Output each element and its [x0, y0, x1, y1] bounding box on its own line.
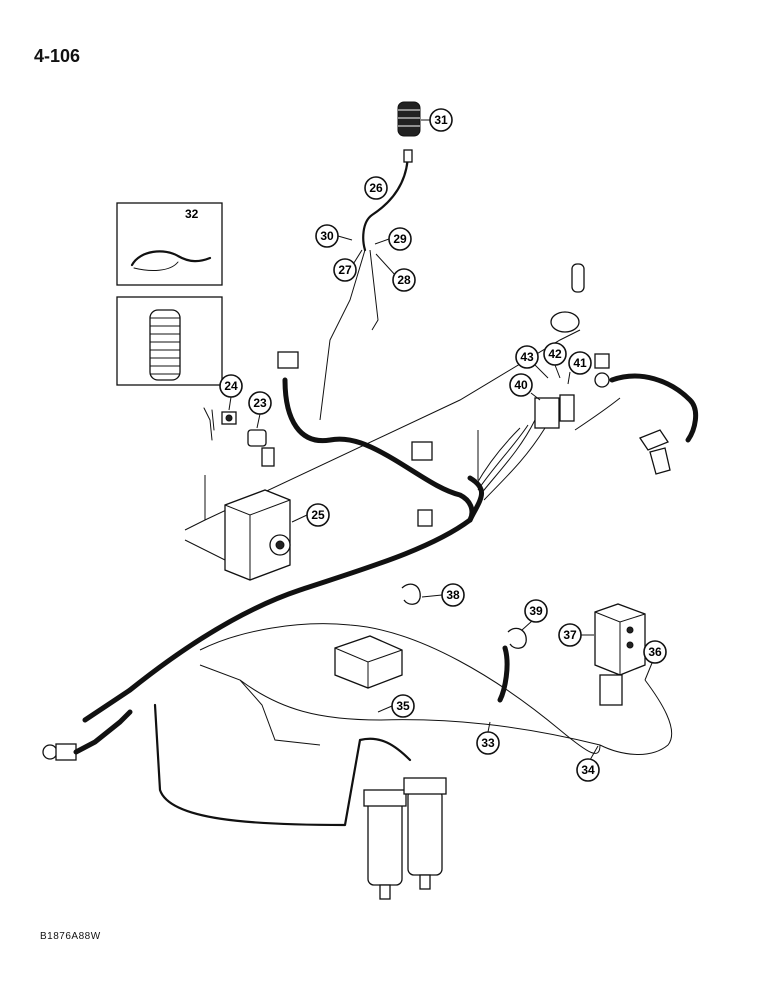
conduit-coil [149, 309, 181, 381]
svg-text:24: 24 [224, 379, 238, 393]
svg-text:29: 29 [393, 232, 407, 246]
switch-40 [534, 394, 575, 429]
harness-plug [42, 743, 77, 761]
clamp-39 [507, 627, 527, 649]
key-cable [609, 373, 699, 443]
grommet [550, 311, 580, 333]
sensor-23 [247, 429, 275, 467]
harness-loop [467, 475, 484, 523]
svg-text:31: 31 [434, 113, 448, 127]
sensor-24 [221, 411, 237, 425]
svg-text:35: 35 [396, 699, 410, 713]
svg-text:23: 23 [253, 396, 267, 410]
callout-39: 39 [521, 599, 548, 631]
branch-wire [369, 249, 379, 331]
branch-wire [319, 249, 366, 421]
svg-text:36: 36 [648, 645, 662, 659]
callout-28: 28 [375, 253, 416, 292]
svg-text:37: 37 [563, 628, 577, 642]
svg-text:25: 25 [311, 508, 325, 522]
coil-component [397, 101, 421, 137]
svg-text:30: 30 [320, 229, 334, 243]
callout-34: 34 [576, 745, 600, 782]
svg-text:33: 33 [481, 736, 495, 750]
callout-33: 33 [476, 721, 500, 755]
bracket [571, 263, 585, 293]
filter-left [363, 789, 407, 900]
callout-30: 30 [315, 224, 353, 248]
plug-end [403, 149, 413, 163]
svg-text:38: 38 [446, 588, 460, 602]
callout-31: 31 [421, 108, 453, 132]
callout-42: 42 [543, 342, 567, 379]
callout-23: 23 [248, 391, 272, 429]
callout-26: 26 [364, 176, 388, 200]
callout-35: 35 [377, 694, 415, 718]
svg-text:39: 39 [529, 604, 543, 618]
inset-cable-tie: 32 [116, 202, 223, 286]
page-number: 4-106 [34, 46, 81, 66]
callout-25: 25 [291, 503, 330, 527]
svg-text:42: 42 [548, 347, 562, 361]
line-33 [199, 623, 601, 754]
key-switch [594, 353, 610, 388]
filter-right [403, 777, 447, 890]
main-harness-trunk [82, 517, 473, 723]
callout-38: 38 [421, 583, 465, 607]
svg-text:41: 41 [573, 356, 587, 370]
main-harness-upper [282, 377, 475, 523]
figure-code: B1876A88W [40, 931, 101, 942]
junction-block [334, 635, 403, 689]
svg-text:27: 27 [338, 263, 352, 277]
callout-27: 27 [333, 249, 363, 282]
connector [411, 441, 433, 461]
callout-40: 40 [509, 373, 541, 401]
svg-text:26: 26 [369, 181, 383, 195]
callout-41: 41 [567, 351, 592, 385]
svg-text:34: 34 [581, 763, 595, 777]
valve-37 [594, 603, 646, 706]
callout-29: 29 [374, 227, 412, 251]
callout-43: 43 [515, 345, 549, 379]
svg-text:40: 40 [514, 378, 528, 392]
callout-24: 24 [219, 374, 243, 411]
callout-36: 36 [643, 640, 667, 681]
control-box-25 [224, 489, 291, 581]
upper-harness [184, 329, 581, 531]
line-34 [239, 679, 601, 746]
keys [639, 429, 671, 475]
connector [277, 351, 299, 369]
harness-branch [184, 539, 226, 561]
inset-label: 32 [185, 207, 199, 221]
connector [417, 509, 433, 527]
svg-text:43: 43 [520, 350, 534, 364]
lower-harness [153, 703, 412, 827]
cable-26 [362, 150, 410, 252]
clamp-38 [401, 583, 421, 605]
callout-37: 37 [558, 623, 594, 647]
svg-text:28: 28 [397, 273, 411, 287]
inset-conduit [116, 296, 223, 386]
